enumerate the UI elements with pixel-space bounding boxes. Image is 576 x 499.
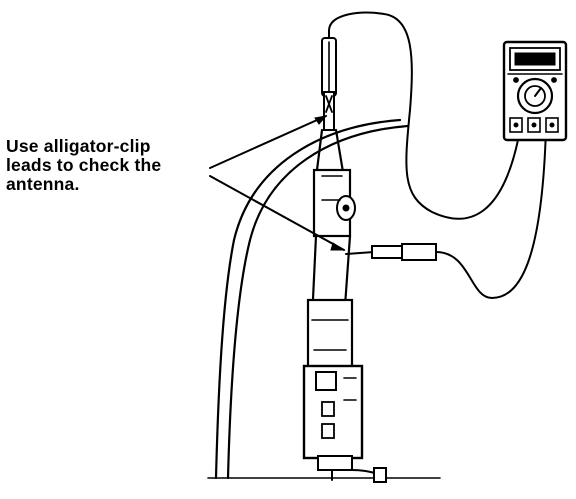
callout-line-2: leads to check the bbox=[6, 155, 162, 175]
callout-text: Use alligator-clip leads to check the an… bbox=[6, 137, 216, 194]
multimeter-icon bbox=[502, 40, 568, 142]
alligator-clip-icon bbox=[325, 11, 521, 220]
callout-line-3: antenna. bbox=[6, 174, 80, 194]
alligator-clip-icon bbox=[345, 127, 547, 299]
power-antenna-icon bbox=[302, 37, 387, 483]
callout-line-1: Use alligator-clip bbox=[6, 136, 151, 156]
callout-leader-lines bbox=[209, 115, 346, 251]
